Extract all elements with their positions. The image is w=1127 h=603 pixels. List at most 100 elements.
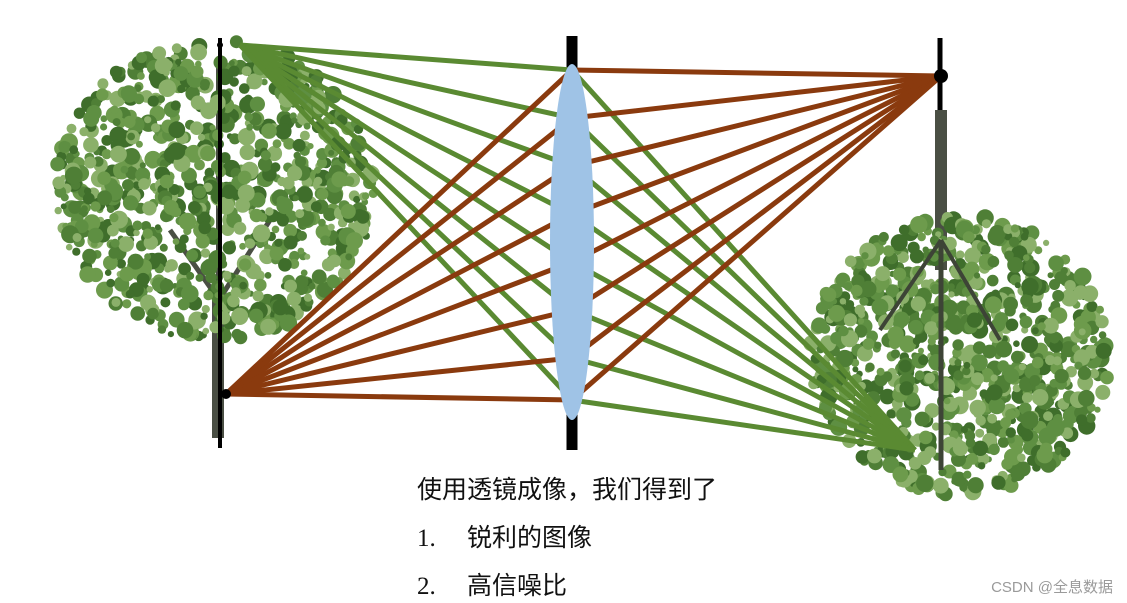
leaf-cluster xyxy=(1078,367,1091,380)
leaf-cluster xyxy=(1074,285,1088,299)
leaf-cluster xyxy=(143,229,153,239)
leaf-cluster xyxy=(987,414,997,424)
leaf-cluster xyxy=(144,253,151,260)
leaf-cluster xyxy=(976,415,986,425)
leaf-cluster xyxy=(120,267,135,282)
leaf-cluster xyxy=(917,233,926,242)
leaf-cluster xyxy=(198,221,211,234)
leaf-cluster xyxy=(147,308,159,320)
leaf-cluster xyxy=(944,398,951,405)
leaf-cluster xyxy=(924,321,938,335)
leaf-cluster xyxy=(312,269,327,284)
leaf-cluster xyxy=(291,117,297,123)
leaf-cluster xyxy=(193,186,206,199)
leaf-cluster xyxy=(202,305,210,313)
leaf-cluster xyxy=(245,238,255,248)
leaf-cluster xyxy=(1052,290,1064,302)
leaf-cluster xyxy=(1050,334,1060,344)
watermark: CSDN @全息数据 xyxy=(991,576,1113,597)
leaf-cluster xyxy=(341,204,356,219)
leaf-cluster xyxy=(177,322,194,339)
leaf-cluster xyxy=(1022,393,1033,404)
leaf-cluster xyxy=(272,226,280,234)
leaf-cluster xyxy=(1090,336,1097,343)
leaf-cluster xyxy=(174,66,189,81)
leaf-cluster xyxy=(63,142,71,150)
leaf-cluster xyxy=(1078,390,1095,407)
leaf-cluster xyxy=(122,299,131,308)
leaf-cluster xyxy=(100,123,107,130)
leaf-cluster xyxy=(172,43,182,53)
leaf-cluster xyxy=(296,186,313,203)
leaf-cluster xyxy=(160,297,170,307)
leaf-cluster xyxy=(238,128,256,146)
leaf-cluster xyxy=(284,280,297,293)
leaf-cluster xyxy=(283,224,297,238)
leaf-cluster xyxy=(190,44,207,61)
leaf-cluster xyxy=(273,299,289,315)
leaf-cluster xyxy=(970,400,986,416)
leaf-cluster xyxy=(910,249,924,263)
leaf-cluster xyxy=(865,363,874,372)
object-bottom-point xyxy=(221,389,231,399)
leaf-cluster xyxy=(274,239,282,247)
leaf-cluster xyxy=(155,57,172,74)
leaf-cluster xyxy=(155,224,161,230)
lens xyxy=(550,64,594,420)
leaf-cluster xyxy=(160,175,174,189)
leaf-cluster xyxy=(879,232,889,242)
leaf-cluster xyxy=(974,272,980,278)
leaf-cluster xyxy=(168,205,179,216)
leaf-cluster xyxy=(1029,375,1040,386)
leaf-cluster xyxy=(981,245,990,254)
leaf-cluster xyxy=(961,426,968,433)
leaf-cluster xyxy=(191,65,204,78)
leaf-cluster xyxy=(69,145,78,154)
list-text-1: 锐利的图像 xyxy=(467,523,592,552)
list-number-1: 1. xyxy=(417,523,467,555)
leaf-cluster xyxy=(282,177,295,190)
leaf-cluster xyxy=(983,345,997,359)
leaf-cluster xyxy=(933,478,949,494)
leaf-cluster xyxy=(948,283,955,290)
leaf-cluster xyxy=(328,150,334,156)
leaf-cluster xyxy=(73,233,82,242)
leaf-cluster xyxy=(110,106,118,114)
leaf-cluster xyxy=(253,290,264,301)
leaf-cluster xyxy=(320,235,330,245)
leaf-cluster xyxy=(140,162,146,168)
leaf-cluster xyxy=(238,171,252,185)
leaf-cluster xyxy=(952,339,963,350)
leaf-cluster xyxy=(916,475,933,492)
leaf-cluster xyxy=(84,157,96,169)
leaf-cluster xyxy=(83,111,99,127)
leaf-cluster xyxy=(179,213,197,231)
leaf-cluster xyxy=(917,451,931,465)
leaf-cluster xyxy=(1055,271,1068,284)
leaf-cluster xyxy=(181,285,199,303)
leaf-cluster xyxy=(863,338,875,350)
leaf-cluster xyxy=(171,100,181,110)
leaf-cluster xyxy=(96,88,108,100)
leaf-cluster xyxy=(975,429,984,438)
leaf-cluster xyxy=(851,285,863,297)
leaf-cluster xyxy=(222,184,237,199)
leaf-cluster xyxy=(260,319,276,335)
leaf-cluster xyxy=(1064,280,1075,291)
leaf-cluster xyxy=(134,94,144,104)
leaf-cluster xyxy=(265,207,273,215)
leaf-cluster xyxy=(239,282,247,290)
leaf-cluster xyxy=(231,308,248,325)
leaf-cluster xyxy=(66,244,73,251)
leaf-cluster xyxy=(265,272,272,279)
leaf-cluster xyxy=(1021,233,1029,241)
leaf-cluster xyxy=(318,219,326,227)
leaf-cluster xyxy=(1006,427,1016,437)
leaf-cluster xyxy=(1024,262,1035,273)
leaf-cluster xyxy=(123,116,135,128)
leaf-cluster xyxy=(1076,414,1087,425)
list-number-2: 2. xyxy=(417,571,467,603)
leaf-cluster xyxy=(203,291,213,301)
leaf-cluster xyxy=(261,150,271,160)
leaf-cluster xyxy=(238,185,255,202)
